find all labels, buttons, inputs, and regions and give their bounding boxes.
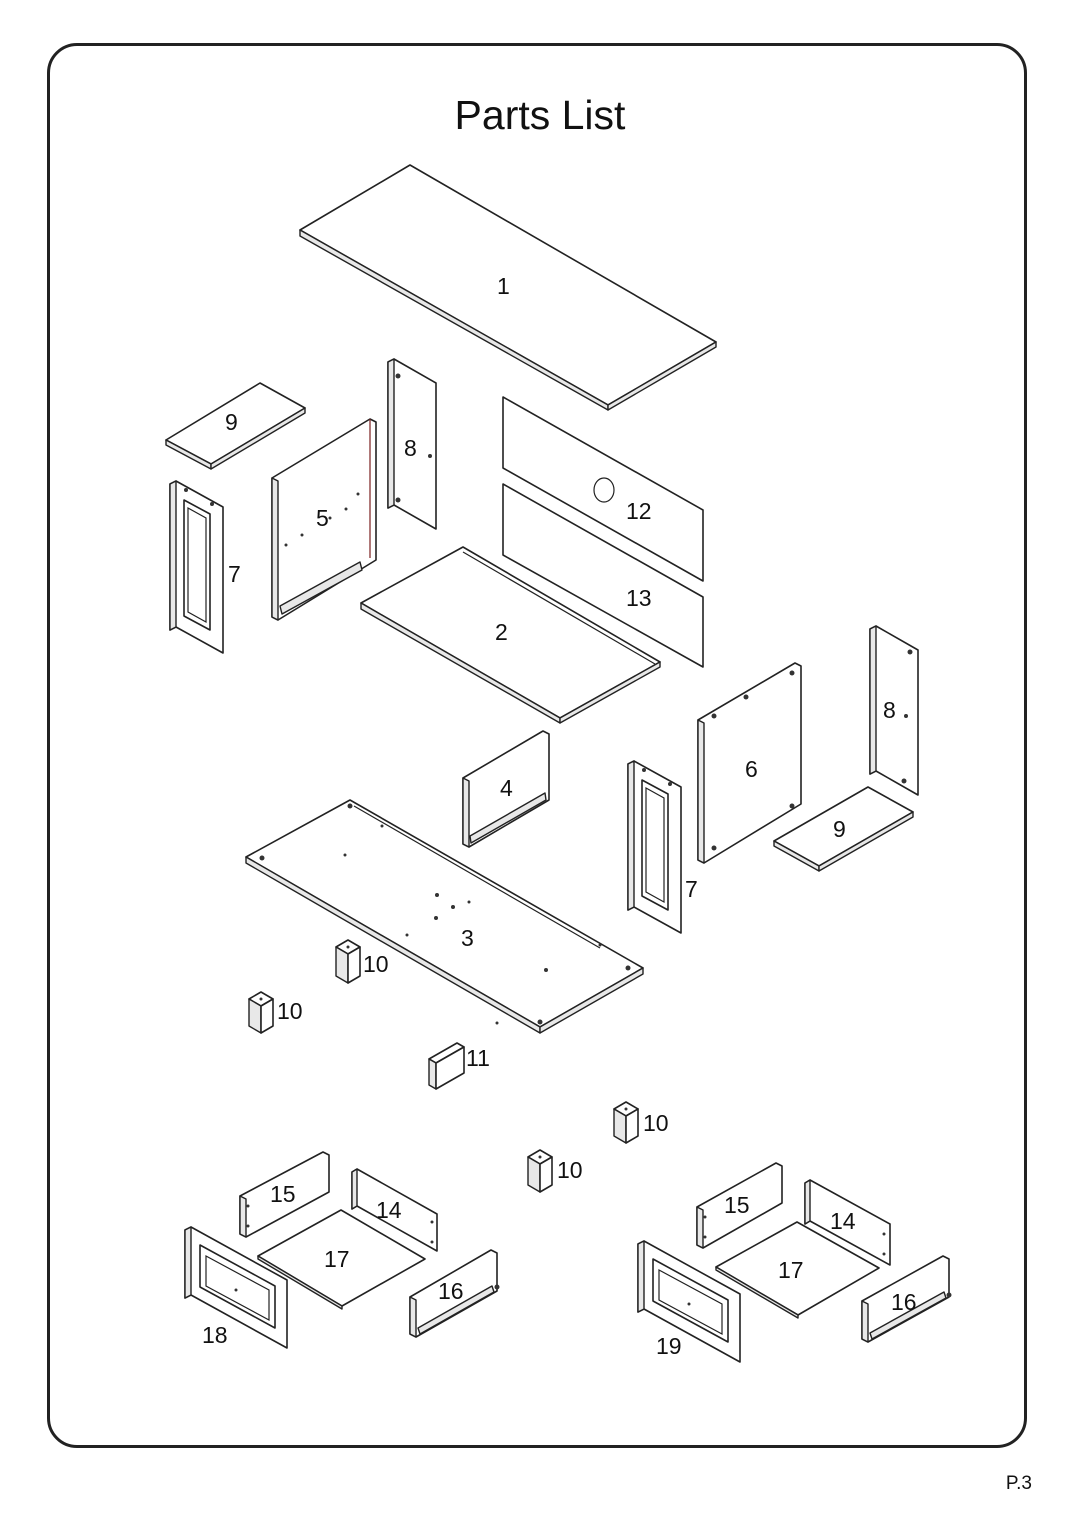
part-9a-drawing [165, 382, 306, 470]
part-19-drawing [637, 1240, 741, 1363]
part-10a-label: 10 [363, 951, 389, 977]
part-7b-label: 7 [685, 876, 698, 902]
part-17b-drawing [715, 1221, 880, 1319]
part-10d-drawing [527, 1149, 553, 1193]
part-15a-drawing [239, 1151, 330, 1238]
part-9a-label: 9 [225, 409, 238, 435]
part-6-label: 6 [745, 756, 758, 782]
part-17a-drawing [257, 1209, 426, 1310]
part-4-drawing [462, 730, 550, 848]
part-1-drawing [299, 164, 717, 411]
part-14b-drawing [804, 1179, 891, 1266]
part-9b-label: 9 [833, 816, 846, 842]
part-15b-drawing [696, 1162, 783, 1249]
part-16a-drawing [409, 1249, 500, 1338]
part-1-label: 1 [497, 273, 510, 299]
part-19-label: 19 [656, 1333, 682, 1359]
part-13-label: 13 [626, 585, 652, 611]
part-17b-label: 17 [778, 1257, 804, 1283]
part-8b-label: 8 [883, 697, 896, 723]
part-10b-label: 10 [277, 998, 303, 1024]
part-18-drawing [184, 1226, 288, 1349]
page-number: P.3 [1005, 1473, 1032, 1494]
part-10c-label: 10 [643, 1110, 669, 1136]
part-14a-label: 14 [376, 1197, 402, 1223]
part-10a-drawing [335, 939, 361, 984]
part-8b-drawing [869, 625, 919, 796]
part-15b-label: 15 [724, 1192, 750, 1218]
part-3-label: 3 [461, 925, 474, 951]
part-5-label: 5 [316, 505, 329, 531]
part-17a-label: 17 [324, 1246, 350, 1272]
part-16b-label: 16 [891, 1289, 917, 1315]
part-7a-label: 7 [228, 561, 241, 587]
part-6-drawing [697, 662, 802, 864]
part-8a-label: 8 [404, 435, 417, 461]
part-2-label: 2 [495, 619, 508, 645]
part-14a-drawing [351, 1168, 438, 1252]
part-12-label: 12 [626, 498, 652, 524]
part-2-drawing [360, 546, 661, 724]
part-5-drawing [271, 418, 377, 621]
part-8a-drawing [387, 358, 437, 530]
page-frame [47, 43, 1027, 1448]
part-3-drawing [245, 799, 644, 1034]
part-9b-drawing [773, 786, 914, 872]
part-12-drawing [502, 396, 704, 582]
part-10d-label: 10 [557, 1157, 583, 1183]
part-10b-drawing [248, 991, 274, 1034]
part-14b-label: 14 [830, 1208, 856, 1234]
part-16b-drawing [861, 1255, 952, 1343]
part-7b-drawing [627, 760, 682, 934]
part-15a-label: 15 [270, 1181, 296, 1207]
part-18-label: 18 [202, 1322, 228, 1348]
part-11-label: 11 [466, 1045, 490, 1071]
part-4-label: 4 [500, 775, 513, 801]
part-10c-drawing [613, 1101, 639, 1144]
part-7a-drawing [169, 480, 224, 654]
part-13-drawing [502, 483, 704, 668]
part-11-drawing [428, 1042, 465, 1090]
part-16a-label: 16 [438, 1278, 464, 1304]
page-title: Parts List [454, 92, 626, 138]
